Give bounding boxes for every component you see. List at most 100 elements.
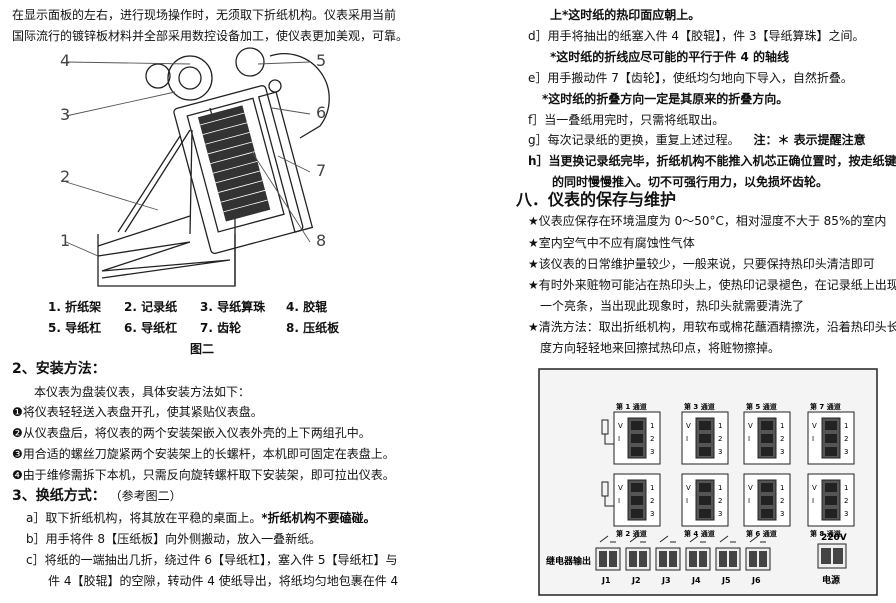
power-voltage: 220V [821, 533, 847, 543]
callout-2: 2 [60, 167, 70, 186]
install-step: ❷从仪表盘后，将仪表的两个安装架嵌入仪表外壳的上下两组孔中。 [12, 426, 371, 440]
legend-label: 导纸算珠 [217, 300, 266, 314]
legend-num: 1. [48, 300, 61, 314]
paper-step-c-line2: 件 4【胶辊】的空隙，转动件 4 使纸导出，将纸均匀地包裹在件 4 [48, 574, 399, 588]
legend-label: 导纸杠 [141, 321, 178, 335]
v-label: V [748, 422, 753, 430]
relay-terminal: J3 [655, 535, 681, 585]
relay-switch-icon [689, 535, 706, 543]
step-g-note: 注：＊ 表示提醒注意 [753, 133, 866, 147]
legend-num: 7. [200, 321, 213, 335]
i-label: I [748, 497, 750, 505]
maintenance-item: ★仪表应保存在环境温度为 0～50°C，相对湿度不大于 85%的室内 [528, 214, 887, 228]
note-d: *这时纸的折线应尽可能的平行于件 4 的轴线 [550, 50, 789, 64]
pin-label: 1 [780, 422, 784, 430]
paper-step-d: d］用手将抽出的纸塞入件 4【胶辊】，件 3【导纸算珠】之间。 [528, 29, 865, 43]
v-label: V [686, 422, 691, 430]
pin-label: 3 [650, 510, 654, 518]
callout-1: 1 [60, 231, 70, 250]
v-label: V [812, 422, 817, 430]
relay-label: J1 [601, 576, 611, 585]
paper-step-g: g］每次记录纸的更换，重复上述过程。 注：＊ 表示提醒注意 [528, 133, 866, 148]
relay-switch-icon [599, 535, 616, 543]
install-step: ❶将仪表轻轻送入表盘开孔，使其紧贴仪表盘。 [12, 405, 263, 419]
relay-terminal: J5 [715, 535, 741, 585]
relay-label: J6 [751, 576, 761, 585]
paper-step-a: a］取下折纸机构，将其放在平稳的桌面上。*折纸机构不要磕碰。 [26, 511, 376, 526]
channel-label: 第 1 通道 [616, 402, 647, 411]
legend-num: 6. [124, 321, 137, 335]
pin-label: 1 [844, 484, 848, 492]
i-label: I [618, 497, 620, 505]
maintenance-heading: 八．仪表的保存与维护 [516, 190, 677, 209]
paper-folding-mechanism-diagram: 4 5 3 6 2 7 1 8 [60, 47, 330, 287]
pin-label: 2 [844, 435, 848, 443]
i-label: I [748, 435, 750, 443]
relay-switch-icon [659, 535, 676, 543]
channel-label: 第 4 通道 [684, 529, 715, 538]
step-a-text: a］取下折纸机构，将其放在平稳的桌面上。 [26, 511, 262, 525]
paper-step-e: e］用手搬动件 7【齿轮】，使纸均匀地向下导入，自然折叠。 [528, 71, 853, 85]
i-label: I [812, 497, 814, 505]
legend-label: 导纸杠 [65, 321, 102, 335]
pin-label: 3 [650, 448, 654, 456]
relay-switch-icon [629, 535, 646, 543]
legend-label: 齿轮 [217, 321, 242, 335]
pin-label: 1 [650, 484, 654, 492]
i-label: I [812, 435, 814, 443]
maintenance-item-cont: 度方向轻轻地来回擦拭热印点，将赃物擦掉。 [540, 341, 781, 355]
pin-label: 2 [650, 497, 654, 505]
maintenance-item: ★室内空气中不应有腐蚀性气体 [528, 236, 695, 250]
install-intro: 本仪表为盘装仪表，具体安装方法如下： [34, 385, 251, 399]
callout-5: 5 [316, 51, 326, 70]
maintenance-item: ★清洗方法：取出折纸机构，用软布或棉花蘸酒精擦洗，沿着热印头长 [528, 320, 896, 334]
maintenance-item: ★该仪表的日常维护量较少，一般来说，只要保持热印头清洁即可 [528, 257, 875, 271]
callout-8: 8 [316, 231, 326, 250]
paper-heading-text: 3、换纸方式： [12, 488, 106, 504]
pin-label: 2 [718, 435, 722, 443]
relay-terminal: J1 [595, 535, 621, 585]
legend-num: 5. [48, 321, 61, 335]
channel-label: 第 7 通道 [810, 402, 841, 411]
pin-label: 3 [780, 448, 784, 456]
relay-terminal: J4 [685, 535, 711, 585]
callout-7: 7 [316, 161, 326, 180]
pin-label: 3 [844, 510, 848, 518]
legend-label: 折纸架 [65, 300, 102, 314]
pin-label: 1 [844, 422, 848, 430]
step-a-note: *折纸机构不要磕碰。 [261, 511, 376, 525]
intro-line-2: 国际流行的镀锌板材料并全部采用数控设备加工，使仪表更加美观，可靠。 [12, 29, 409, 43]
maintenance-item: ★有时外来赃物可能沾在热印头上，使热印记录褪色，在记录纸上出现 [528, 278, 896, 292]
i-label: I [686, 497, 688, 505]
relay-label: J3 [661, 576, 671, 585]
pin-label: 2 [780, 497, 784, 505]
paper-step-f: f］当一叠纸用完时，只需将纸取出。 [528, 113, 725, 127]
v-label: V [686, 484, 691, 492]
relay-label: J4 [691, 576, 701, 585]
relay-terminal: J6 [745, 535, 771, 585]
pin-label: 1 [650, 422, 654, 430]
install-heading: 2、安装方法： [12, 361, 106, 377]
i-label: I [618, 435, 620, 443]
legend-num: 2. [124, 300, 137, 314]
maintenance-item-cont: 一个亮条，当出现此现象时，热印头就需要清洗了 [540, 299, 805, 313]
channel-label: 第 3 通道 [684, 402, 715, 411]
paper-heading-ref: （参考图二） [109, 489, 182, 503]
channel-label: 第 5 通道 [746, 402, 777, 411]
pin-label: 2 [718, 497, 722, 505]
channel-label: 第 2 通道 [616, 529, 647, 538]
channel-label: 第 8 通道 [810, 529, 841, 538]
pin-label: 3 [718, 448, 722, 456]
channel-label: 第 6 通道 [746, 529, 777, 538]
install-step: ❹由于维修需拆下本机，只需反向旋转螺杆取下安装架，即可拉出仪表。 [12, 468, 395, 482]
legend-label: 压纸板 [303, 321, 340, 335]
i-label: I [686, 435, 688, 443]
pin-label: 2 [650, 435, 654, 443]
callout-4: 4 [60, 51, 70, 70]
